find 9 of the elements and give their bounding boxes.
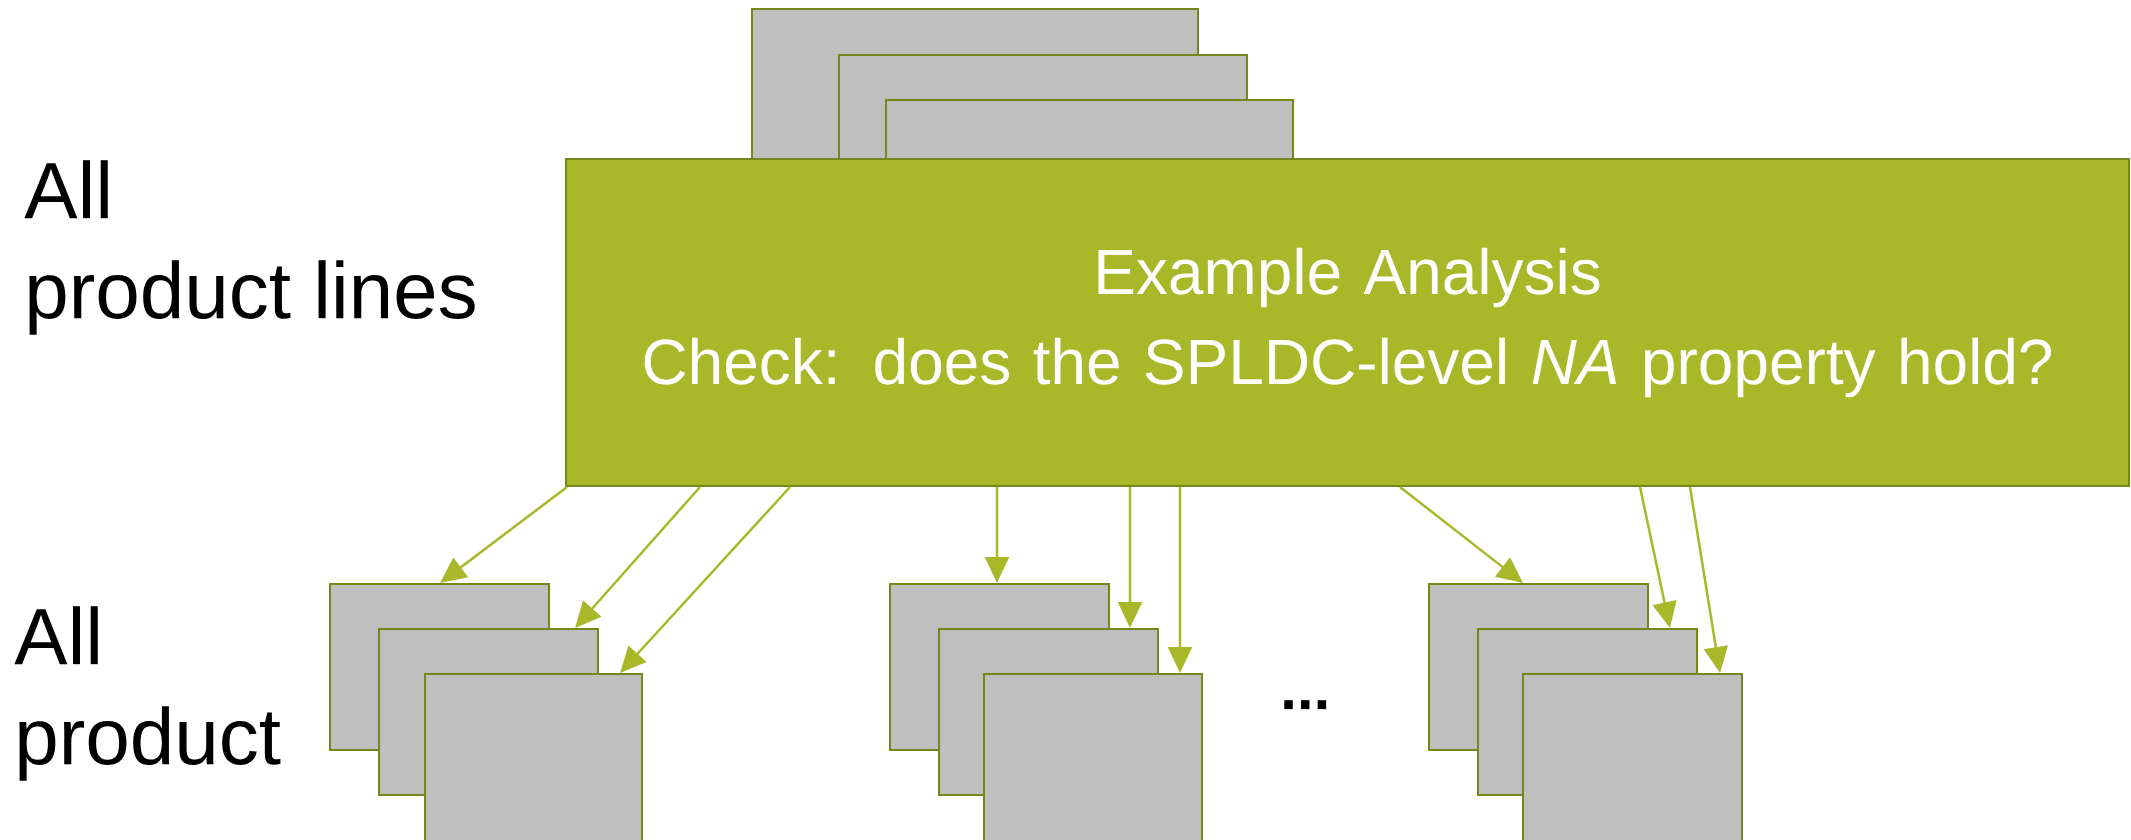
analysis-box: Example Analysis Check: does the SPLDC-level NA property hold?: [565, 158, 2130, 487]
product-box: [983, 673, 1203, 840]
stacked-box: [885, 99, 1294, 160]
ellipsis: ...: [1284, 700, 1327, 710]
product-box: [424, 673, 643, 840]
product-box: [1522, 673, 1743, 840]
side-label: All product lines: [24, 160, 475, 335]
side-label: All product: [14, 606, 281, 781]
arrow: [620, 486, 791, 673]
